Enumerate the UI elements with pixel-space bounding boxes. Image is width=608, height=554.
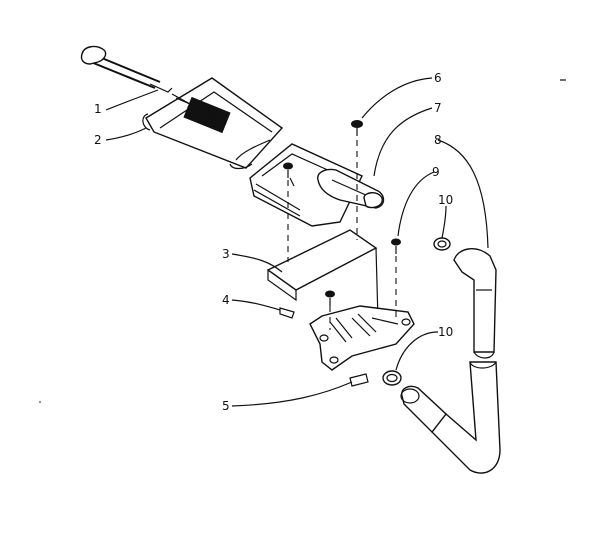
- alignment-lines: [287, 140, 397, 330]
- callout-8: 8: [434, 133, 442, 147]
- callout-7: 7: [434, 101, 442, 115]
- part-6-screw: [351, 120, 363, 136]
- leader-lines: [105, 77, 489, 407]
- callout-4: 4: [222, 293, 230, 307]
- part-3-bracket-plate: [266, 229, 379, 321]
- part-7-tray: [249, 143, 385, 227]
- callout-9: 9: [432, 165, 440, 179]
- mounting-bracket: [309, 305, 415, 371]
- callout-6: 6: [434, 71, 442, 85]
- part-8-hose: [400, 248, 501, 474]
- part-10-clamp-upper: [433, 237, 451, 251]
- part-4-clip: [279, 307, 295, 319]
- part-9-fitting: [391, 238, 401, 254]
- screw-bracket: [325, 290, 335, 306]
- part-2-housing: [142, 77, 284, 170]
- part-5-clip: [349, 373, 369, 387]
- callout-2: 2: [94, 133, 102, 147]
- callout-5: 5: [222, 399, 230, 413]
- part-10-clamp-lower: [382, 370, 402, 386]
- callout-10-lower: 10: [438, 325, 453, 339]
- callouts: 1 2 3 4 5 6 7 8 9 10 10: [94, 71, 453, 413]
- callout-1: 1: [94, 102, 102, 116]
- part-1-rod: [80, 45, 173, 93]
- callout-3: 3: [222, 247, 230, 261]
- screw-upper: [283, 162, 293, 178]
- callout-10-upper: 10: [438, 193, 453, 207]
- stray-marks: [39, 79, 566, 403]
